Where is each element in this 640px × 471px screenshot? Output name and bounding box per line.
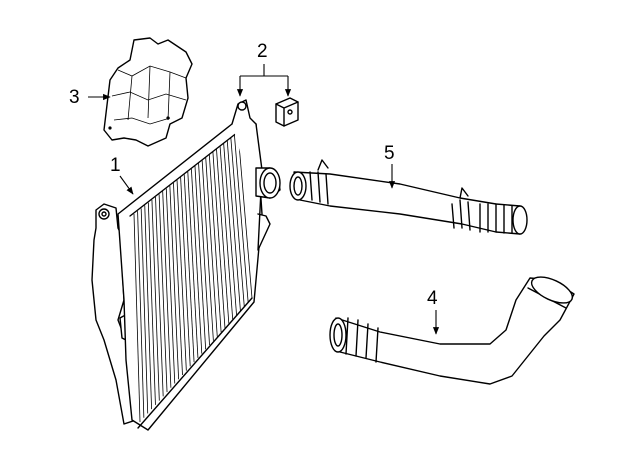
cooler-fin	[183, 174, 195, 363]
insulator-part[interactable]	[275, 97, 299, 127]
callout-5: 5	[384, 143, 395, 164]
cooler-fin	[237, 131, 253, 299]
cooler-fin	[223, 143, 237, 316]
cooler-fin	[140, 208, 149, 414]
charge-air-cooler-part[interactable]	[91, 99, 281, 431]
cooler-fin	[180, 177, 191, 367]
callout-2: 2	[257, 41, 268, 62]
cooler-fin	[194, 165, 207, 350]
callout-1: 1	[110, 155, 121, 176]
inlet-tube-part[interactable]	[329, 272, 576, 385]
callout-4: 4	[427, 288, 438, 309]
cooler-fin	[176, 180, 187, 371]
cooler-fin	[205, 157, 218, 337]
cooler-fin	[216, 148, 230, 324]
cooler-fin	[147, 202, 156, 405]
cooler-fin	[155, 197, 164, 397]
cooler-fin	[198, 163, 210, 346]
cooler-fin	[234, 134, 249, 303]
leader-lines	[88, 64, 440, 335]
cooler-fin	[230, 137, 245, 307]
cooler-fin	[144, 205, 152, 410]
cooler-fin	[165, 188, 176, 384]
cooler-fin	[212, 151, 226, 328]
cooler-fin	[151, 199, 160, 401]
cooler-fin	[169, 185, 180, 380]
callout-3: 3	[69, 87, 80, 108]
cooler-fin	[173, 182, 183, 375]
cooler-fin	[158, 194, 168, 393]
cooler-fin	[162, 191, 172, 388]
deflector-part[interactable]	[103, 37, 193, 147]
cooler-fin	[219, 146, 234, 320]
cooler-fin	[137, 211, 145, 418]
cooler-fin	[226, 140, 241, 311]
outlet-tube-part[interactable]	[289, 159, 528, 235]
cooler-fin	[190, 168, 203, 354]
cooler-fin	[187, 171, 199, 358]
cooler-fin	[208, 154, 222, 333]
cooler-fin	[133, 213, 141, 423]
cooler-fin	[201, 160, 214, 341]
